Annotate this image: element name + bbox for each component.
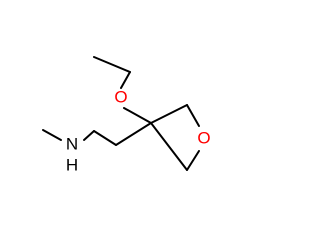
bond-quaternary-c-ch2 (115, 122, 152, 146)
bond-ch2-n (83, 130, 95, 141)
structure-diagram: O O N H (42, 56, 211, 174)
bond-ch2-ch2 (93, 130, 117, 146)
bond-o-quaternary-c (123, 107, 152, 124)
bond-ethyl-ch3-ch2 (93, 56, 131, 73)
bond-ethyl-ch2-o (120, 71, 131, 89)
molecule-drawing: O O N H (42, 56, 211, 174)
ring-oxygen-label: O (197, 128, 210, 147)
bond-ring-bottom-o (186, 150, 200, 171)
bond-ring-c-top (150, 104, 188, 124)
amine-nitrogen-label: N (66, 134, 78, 153)
bond-ring-top-o (186, 104, 200, 127)
bond-n-methyl (42, 129, 62, 141)
amine-hydrogen-label: H (66, 155, 78, 174)
ether-oxygen-label: O (114, 87, 127, 106)
bond-ring-c-bottom (150, 122, 188, 171)
